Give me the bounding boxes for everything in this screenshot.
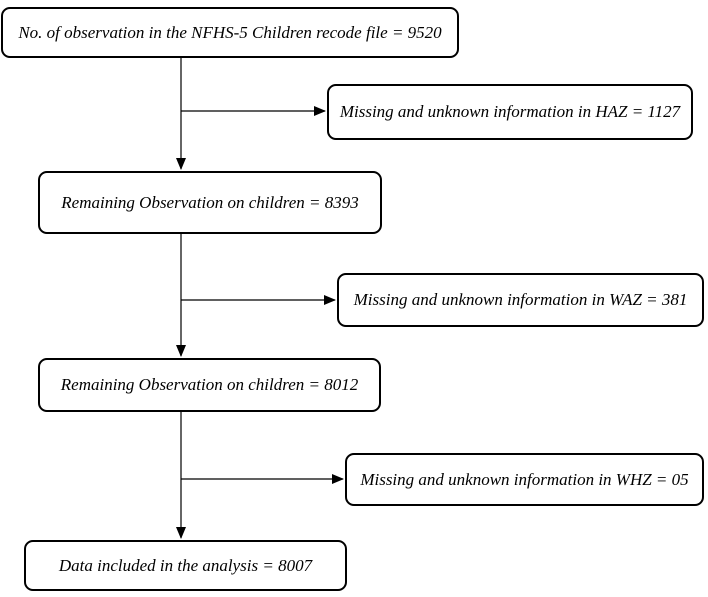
exclusion-whz-box: Missing and unknown information in WHZ =… bbox=[345, 453, 704, 506]
exclusion-whz-text: Missing and unknown information in WHZ =… bbox=[360, 469, 689, 489]
step-final-analysis: Data included in the analysis = 8007 bbox=[24, 540, 347, 591]
step-remaining-after-waz-text: Remaining Observation on children = 8012 bbox=[60, 375, 359, 394]
step-initial-observations: No. of observation in the NFHS-5 Childre… bbox=[1, 7, 459, 58]
step-remaining-after-haz: Remaining Observation on children = 8393 bbox=[38, 171, 382, 234]
exclusion-waz-text: Missing and unknown information in WAZ =… bbox=[353, 290, 688, 309]
step-final-analysis-text: Data included in the analysis = 8007 bbox=[58, 555, 313, 575]
step-initial-observations-text: No. of observation in the NFHS-5 Childre… bbox=[18, 22, 442, 42]
exclusion-waz-box: Missing and unknown information in WAZ =… bbox=[337, 273, 704, 327]
exclusion-haz-box: Missing and unknown information in HAZ =… bbox=[327, 84, 693, 140]
step-remaining-after-haz-text: Remaining Observation on children = 8393 bbox=[61, 192, 359, 212]
step-remaining-after-waz: Remaining Observation on children = 8012 bbox=[38, 358, 381, 412]
exclusion-haz-text: Missing and unknown information in HAZ =… bbox=[339, 102, 681, 121]
